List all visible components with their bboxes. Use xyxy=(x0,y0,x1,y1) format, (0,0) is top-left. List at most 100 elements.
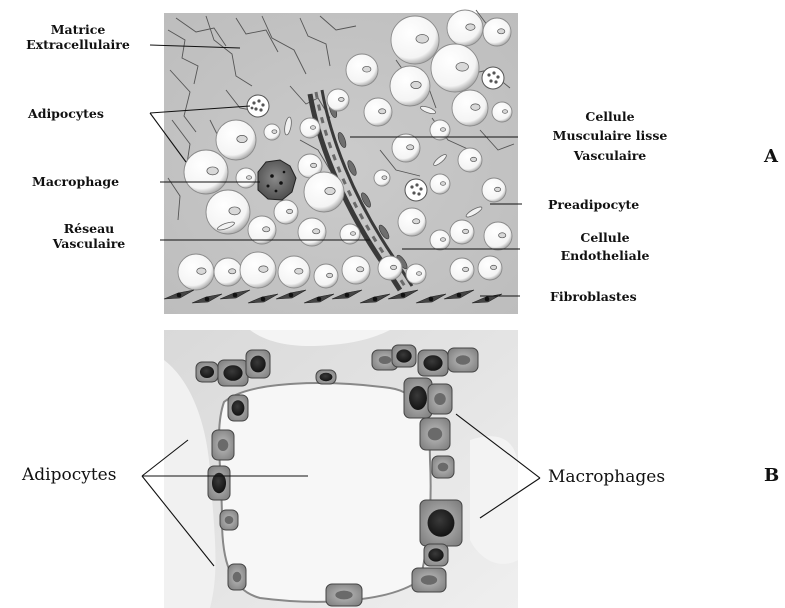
stained-cell-nucleus xyxy=(225,516,234,524)
adipocyte-nucleus xyxy=(207,167,218,175)
label-reseau-line1: Réseau xyxy=(34,221,144,236)
adipocyte xyxy=(184,150,228,194)
adipocyte xyxy=(364,98,392,126)
adipocyte xyxy=(458,148,482,172)
stained-cell-nucleus xyxy=(218,439,229,451)
label-muscle-line3: Vasculaire xyxy=(540,146,680,165)
adipocyte-nucleus xyxy=(462,229,468,233)
label-muscle: Cellule Musculaire lisse Vasculaire xyxy=(540,107,680,165)
adipocyte xyxy=(450,220,474,244)
adipocyte xyxy=(327,89,349,111)
adipocyte-nucleus xyxy=(411,81,421,88)
adipocyte-nucleus xyxy=(440,128,445,132)
adipocyte xyxy=(298,218,326,246)
stained-cell-nucleus xyxy=(250,356,265,373)
adipocyte xyxy=(340,224,360,244)
stained-cell-nucleus xyxy=(409,386,427,410)
adipocyte-nucleus xyxy=(416,34,428,43)
adipocyte-nucleus xyxy=(390,265,396,269)
adipocyte xyxy=(482,178,506,202)
adipocyte-nucleus xyxy=(357,267,364,272)
stained-cell-nucleus xyxy=(379,356,391,364)
panel-letter-b: B xyxy=(764,465,779,487)
adipocyte xyxy=(304,172,344,212)
label-muscle-line1: Cellule xyxy=(540,107,680,126)
adipocyte xyxy=(484,222,512,250)
stained-cell-nucleus xyxy=(233,572,242,582)
adipocyte-lumen-center xyxy=(219,383,431,602)
stained-cell-nucleus xyxy=(200,366,214,378)
fibroblast-nucleus xyxy=(233,293,238,298)
fibroblast-nucleus xyxy=(289,293,294,298)
fibroblast-nucleus xyxy=(205,297,210,302)
adipocyte xyxy=(378,256,402,280)
label-reseau: Réseau Vasculaire xyxy=(34,221,144,251)
adipocyte xyxy=(431,44,479,92)
adipocyte-nucleus xyxy=(470,157,476,161)
adipocyte-nucleus xyxy=(295,268,303,274)
label-adipocytes-a: Adipocytes xyxy=(28,106,104,121)
stained-cell-nucleus xyxy=(434,393,446,405)
label-preadipocyte: Preadipocyte xyxy=(548,197,639,212)
panel-letter-a: A xyxy=(764,146,778,168)
label-endotheliale: Cellule Endotheliale xyxy=(540,229,670,265)
adipocyte-nucleus xyxy=(440,238,445,242)
adipocyte xyxy=(300,118,320,138)
adipocyte-nucleus xyxy=(197,268,206,274)
label-macrophages-b: Macrophages xyxy=(548,467,665,487)
fibroblast-nucleus xyxy=(261,297,266,302)
adipocyte-nucleus xyxy=(229,207,240,215)
adipocyte xyxy=(214,258,242,286)
adipocyte xyxy=(430,174,450,194)
fibroblast-nucleus xyxy=(401,293,406,298)
adipocyte xyxy=(492,102,512,122)
adipocyte xyxy=(398,208,426,236)
adipocyte-nucleus xyxy=(325,187,335,194)
fibroblast-nucleus xyxy=(373,297,378,302)
adipocyte-nucleus xyxy=(494,187,500,191)
label-macrophage: Macrophage xyxy=(32,174,119,189)
adipocyte-nucleus xyxy=(310,163,316,167)
stained-cell-nucleus xyxy=(428,428,442,441)
adipocyte-nucleus xyxy=(246,176,251,180)
adipocyte-nucleus xyxy=(440,182,445,186)
adipocyte-nucleus xyxy=(499,233,506,238)
stained-cell-nucleus xyxy=(428,548,443,561)
stained-cell-nucleus xyxy=(428,509,455,537)
adipocyte xyxy=(483,18,511,46)
fibroblast-nucleus xyxy=(345,293,350,298)
adipocyte xyxy=(450,258,474,282)
adipocyte xyxy=(392,134,420,162)
adipocyte-nucleus xyxy=(310,126,315,130)
label-fibroblastes: Fibroblastes xyxy=(550,289,637,304)
label-reseau-line2: Vasculaire xyxy=(34,236,144,251)
adipocyte-nucleus xyxy=(471,104,480,110)
adipocyte-nucleus xyxy=(338,97,344,101)
label-adipocytes-b: Adipocytes xyxy=(22,465,116,485)
fibroblast-nucleus xyxy=(177,293,182,298)
stained-cell-nucleus xyxy=(320,373,333,381)
adipocyte xyxy=(390,66,430,106)
adipocyte-nucleus xyxy=(462,267,468,271)
fibroblast-nucleus xyxy=(457,293,462,298)
stained-cell-nucleus xyxy=(438,463,449,472)
macrophage-cell xyxy=(258,160,296,200)
adipocyte-nucleus xyxy=(490,265,496,269)
adipocyte xyxy=(478,256,502,280)
adipocyte-nucleus xyxy=(456,62,468,71)
label-endo-line1: Cellule xyxy=(540,229,670,247)
adipocyte xyxy=(342,256,370,284)
adipocyte xyxy=(391,16,439,64)
adipocyte-nucleus xyxy=(263,227,270,232)
label-matrice-line2: Extracellulaire xyxy=(8,37,148,52)
adipocyte xyxy=(240,252,276,288)
adipocyte-nucleus xyxy=(259,266,268,272)
stained-cell-nucleus xyxy=(456,355,470,365)
adipocyte xyxy=(406,264,426,284)
fibroblast-nucleus xyxy=(317,297,322,302)
adipocyte-nucleus xyxy=(382,176,387,180)
label-matrice: Matrice Extracellulaire xyxy=(8,22,148,52)
adipocyte-nucleus xyxy=(407,145,414,150)
